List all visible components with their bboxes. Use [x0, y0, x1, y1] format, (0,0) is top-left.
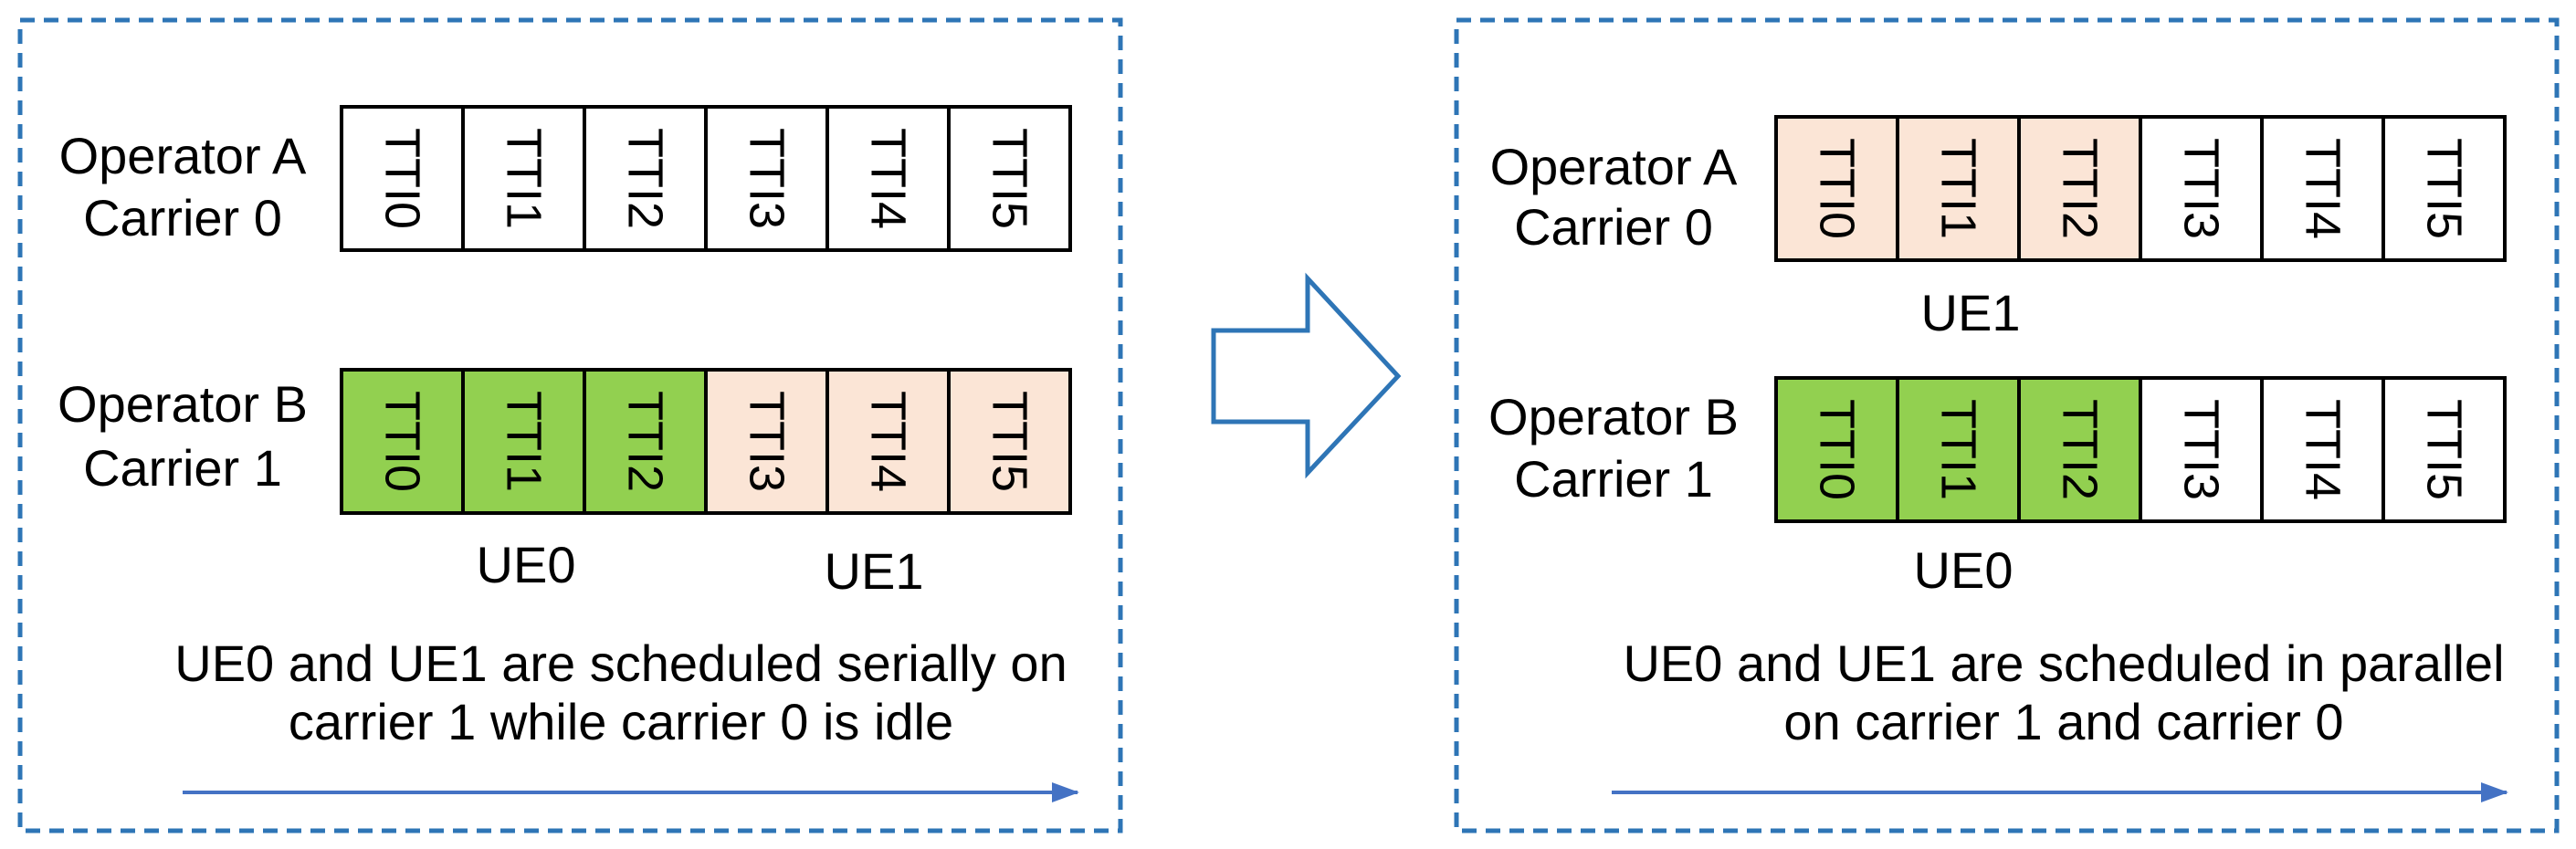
before-caption-line-2: carrier 1 while carrier 0 is idle	[289, 693, 953, 750]
before-caption-line-1: UE0 and UE1 are scheduled serially on	[174, 634, 1067, 692]
tti-cell: TTI3	[2139, 115, 2264, 262]
tti-cell-box	[2017, 376, 2142, 523]
tti-cell: TTI4	[825, 105, 951, 252]
tti-cell: TTI4	[825, 368, 951, 515]
tti-cell-box	[704, 105, 829, 252]
before-ue1-label: UE1	[825, 542, 924, 600]
after-ue0-label: UE0	[1914, 541, 2013, 599]
tti-cell-box	[2017, 115, 2142, 262]
tti-cell-label: TTI4	[2296, 399, 2350, 500]
before-ue0-label: UE0	[477, 536, 576, 593]
after-operator-b-label: Operator B	[1488, 388, 1739, 445]
tti-cell-label: TTI2	[2053, 399, 2108, 500]
tti-cell: TTI2	[2017, 115, 2142, 262]
tti-cell-box	[947, 105, 1072, 252]
tti-cell: TTI0	[1774, 376, 1899, 523]
after-ue1-label: UE1	[1921, 284, 2021, 341]
before-carrier-0-label: Carrier 0	[83, 189, 282, 246]
tti-cell: TTI1	[461, 368, 586, 515]
tti-cell-label: TTI0	[375, 128, 430, 229]
tti-cell: TTI2	[583, 105, 708, 252]
tti-cell-label: TTI1	[497, 391, 552, 492]
tti-cell-label: TTI2	[2053, 138, 2108, 239]
tti-cell-box	[947, 368, 1072, 515]
before-panel-border	[17, 17, 1123, 833]
tti-cell: TTI2	[2017, 376, 2142, 523]
before-operator-a-label: Operator A	[59, 127, 307, 184]
tti-cell-box	[340, 105, 465, 252]
before-operator-b-label: Operator B	[58, 375, 308, 433]
tti-cell-label: TTI4	[2296, 138, 2350, 239]
tti-cell-box	[2260, 376, 2385, 523]
after-caption-line-2: on carrier 1 and carrier 0	[1783, 693, 2343, 750]
tti-cell-label: TTI3	[740, 128, 794, 229]
tti-cell: TTI1	[1896, 115, 2021, 262]
tti-cell-label: TTI3	[2174, 399, 2229, 500]
tti-cell-box	[1896, 376, 2021, 523]
tti-cell: TTI0	[1774, 115, 1899, 262]
tti-cell-box	[461, 105, 586, 252]
tti-cell-label: TTI4	[861, 391, 916, 492]
tti-cell-label: TTI2	[618, 128, 673, 229]
tti-cell: TTI1	[1896, 376, 2021, 523]
tti-cell: TTI5	[947, 368, 1072, 515]
tti-cell: TTI0	[340, 368, 465, 515]
tti-cell-label: TTI5	[983, 391, 1037, 492]
tti-cell-label: TTI0	[1810, 138, 1865, 239]
tti-cell-box	[2381, 115, 2507, 262]
after-carrier-0-row: TTI0 TTI1 TTI2 TTI3 TTI4 TTI5	[1774, 115, 2507, 262]
tti-cell: TTI3	[704, 105, 829, 252]
tti-cell: TTI5	[947, 105, 1072, 252]
transition-arrow	[1211, 272, 1402, 479]
after-panel-border	[1454, 17, 2560, 833]
tti-cell-label: TTI3	[2174, 138, 2229, 239]
tti-cell: TTI5	[2381, 376, 2507, 523]
tti-cell-box	[704, 368, 829, 515]
before-carrier-1-label: Carrier 1	[83, 439, 282, 497]
before-carrier-0-row: TTI0 TTI1 TTI2 TTI3 TTI4 TTI5	[340, 105, 1072, 252]
tti-cell: TTI3	[704, 368, 829, 515]
tti-cell-box	[1774, 376, 1899, 523]
tti-cell-box	[2381, 376, 2507, 523]
after-carrier-0-label: Carrier 0	[1514, 198, 1713, 256]
tti-cell-box	[2260, 115, 2385, 262]
tti-cell: TTI4	[2260, 376, 2385, 523]
tti-cell-label: TTI1	[1931, 399, 1986, 500]
tti-cell: TTI3	[2139, 376, 2264, 523]
tti-cell-box	[1774, 115, 1899, 262]
tti-cell-label: TTI1	[1931, 138, 1986, 239]
tti-cell-label: TTI1	[497, 128, 552, 229]
tti-cell-label: TTI5	[2417, 399, 2472, 500]
tti-cell-label: TTI5	[983, 128, 1037, 229]
tti-cell-label: TTI0	[1810, 399, 1865, 500]
after-caption-line-1: UE0 and UE1 are scheduled in parallel	[1623, 634, 2504, 692]
tti-cell-label: TTI3	[740, 391, 794, 492]
after-operator-a-label: Operator A	[1490, 138, 1738, 195]
tti-cell: TTI1	[461, 105, 586, 252]
after-carrier-1-row: TTI0 TTI1 TTI2 TTI3 TTI4 TTI5	[1774, 376, 2507, 523]
tti-cell: TTI5	[2381, 115, 2507, 262]
tti-cell-box	[2139, 376, 2264, 523]
tti-cell-box	[461, 368, 586, 515]
tti-cell: TTI0	[340, 105, 465, 252]
tti-cell: TTI2	[583, 368, 708, 515]
before-carrier-1-row: TTI0 TTI1 TTI2 TTI3 TTI4 TTI5	[340, 368, 1072, 515]
tti-cell-box	[2139, 115, 2264, 262]
tti-cell-label: TTI5	[2417, 138, 2472, 239]
tti-cell-label: TTI0	[375, 391, 430, 492]
tti-cell: TTI4	[2260, 115, 2385, 262]
tti-cell-box	[1896, 115, 2021, 262]
tti-cell-label: TTI4	[861, 128, 916, 229]
after-carrier-1-label: Carrier 1	[1514, 450, 1713, 508]
tti-cell-label: TTI2	[618, 391, 673, 492]
